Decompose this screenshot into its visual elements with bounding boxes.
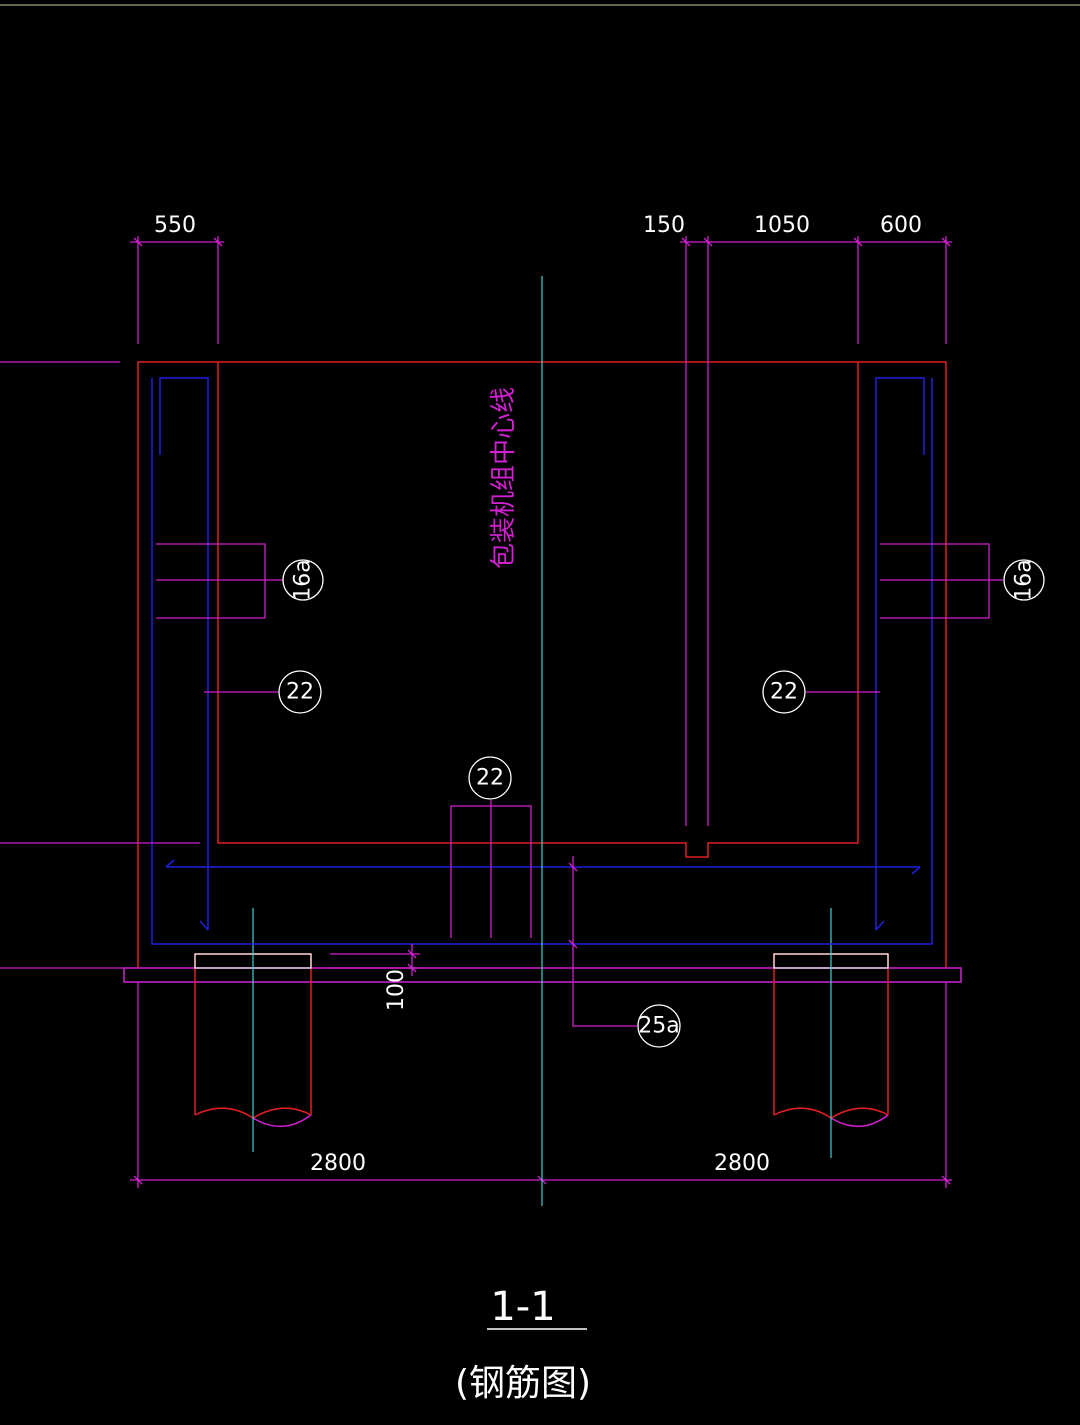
pile-right: [773, 908, 889, 1158]
dim-2800-left: 2800: [310, 1151, 366, 1176]
tag-22-middle-label: 22: [476, 766, 504, 791]
tag-25a-label: 25a: [638, 1014, 679, 1039]
dim-2800-right: 2800: [714, 1151, 770, 1176]
pile-left: [194, 908, 312, 1152]
tag-16a-left: 16a: [282, 559, 324, 601]
dim-550: 550: [154, 213, 196, 238]
section-title: 1-1: [490, 1284, 555, 1330]
tag-22-left-label: 22: [286, 680, 314, 705]
tag-16a-right: 16a: [1003, 559, 1045, 601]
dimension-lines: [0, 236, 1003, 1188]
tag-16a-right-label: 16a: [1012, 559, 1037, 600]
section-subtitle: (钢筋图): [455, 1363, 591, 1404]
dim-1050: 1050: [754, 213, 810, 238]
tag-22-left: 22: [278, 670, 322, 714]
tag-16a-left-label: 16a: [291, 559, 316, 600]
dim-150: 150: [643, 213, 685, 238]
dim-100: 100: [384, 969, 409, 1011]
tag-25a-bottom: 25a: [637, 1004, 681, 1048]
tag-22-middle: 22: [468, 756, 512, 800]
tag-22-right-label: 22: [770, 680, 798, 705]
tag-22-right: 22: [762, 670, 806, 714]
dim-600: 600: [880, 213, 922, 238]
centerline-label: 包装机组中心线: [489, 387, 519, 569]
